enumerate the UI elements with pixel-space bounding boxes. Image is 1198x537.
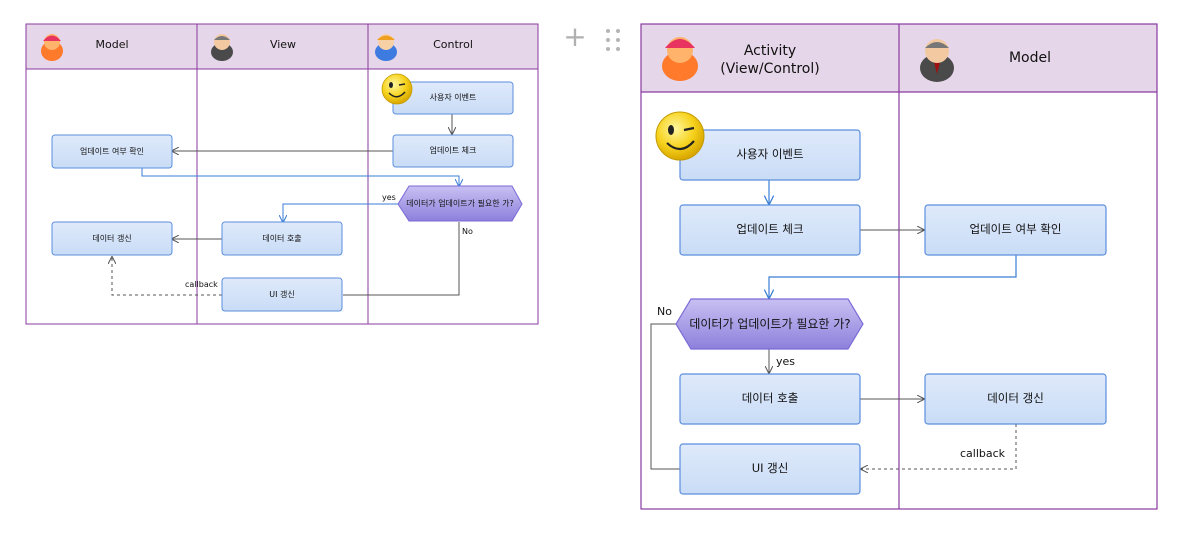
left-node-decision <box>397 185 523 222</box>
right-winking-smiley-icon <box>655 111 705 161</box>
left-node-data-call <box>221 221 343 256</box>
right-lane-title-activity-line1: Activity <box>743 43 797 59</box>
right-edge-confirm-to-decision <box>769 255 1017 298</box>
left-lane-header <box>26 24 538 69</box>
left-label-no: No <box>462 227 473 236</box>
left-lane-title-model: Model <box>95 38 129 51</box>
grip-dots-icon[interactable] <box>605 28 621 52</box>
right-edge-decision-no <box>650 323 680 470</box>
left-node-update-check <box>392 134 514 168</box>
right-lane-title-activity: Activity (View/Control) <box>705 42 835 78</box>
right-label-no: No <box>657 305 672 318</box>
left-edge-decision-yes <box>283 203 398 222</box>
left-edge-callback <box>112 257 222 296</box>
left-lane-title-view: View <box>269 38 297 51</box>
right-node-data-refresh <box>924 373 1107 425</box>
right-node-update-confirm <box>924 204 1107 256</box>
left-model-avatar-icon <box>41 34 63 61</box>
right-lane-title-activity-line2: (View/Control) <box>720 61 820 77</box>
grip-dots-glyph <box>606 29 620 51</box>
right-node-decision <box>675 298 864 350</box>
left-view-avatar-icon <box>211 34 233 61</box>
right-diagram <box>640 23 1158 510</box>
left-diagram <box>25 23 539 325</box>
right-node-data-call <box>679 373 861 425</box>
left-edge-confirm-to-decision <box>141 168 459 186</box>
right-lane-title-model: Model <box>1008 50 1052 66</box>
right-label-yes: yes <box>776 355 796 368</box>
right-edge-callback <box>861 424 1017 469</box>
left-label-callback: callback <box>185 280 218 289</box>
left-frame <box>25 23 539 325</box>
plus-icon[interactable]: + <box>563 20 587 53</box>
left-lane-title-control: Control <box>433 38 473 51</box>
left-control-avatar-icon <box>375 34 397 61</box>
right-activity-avatar-icon <box>662 37 698 81</box>
right-node-ui-refresh <box>679 443 861 495</box>
right-label-callback: callback <box>960 447 1006 460</box>
right-node-user-event <box>679 129 861 181</box>
left-node-ui-refresh <box>221 277 343 312</box>
left-winking-smiley-icon <box>381 73 413 105</box>
right-model-avatar-icon <box>920 39 954 82</box>
left-label-yes: yes <box>382 193 396 202</box>
right-node-update-check <box>679 204 861 256</box>
left-node-data-refresh <box>51 221 173 256</box>
left-node-update-confirm <box>51 134 173 169</box>
left-edge-decision-no <box>343 222 460 296</box>
